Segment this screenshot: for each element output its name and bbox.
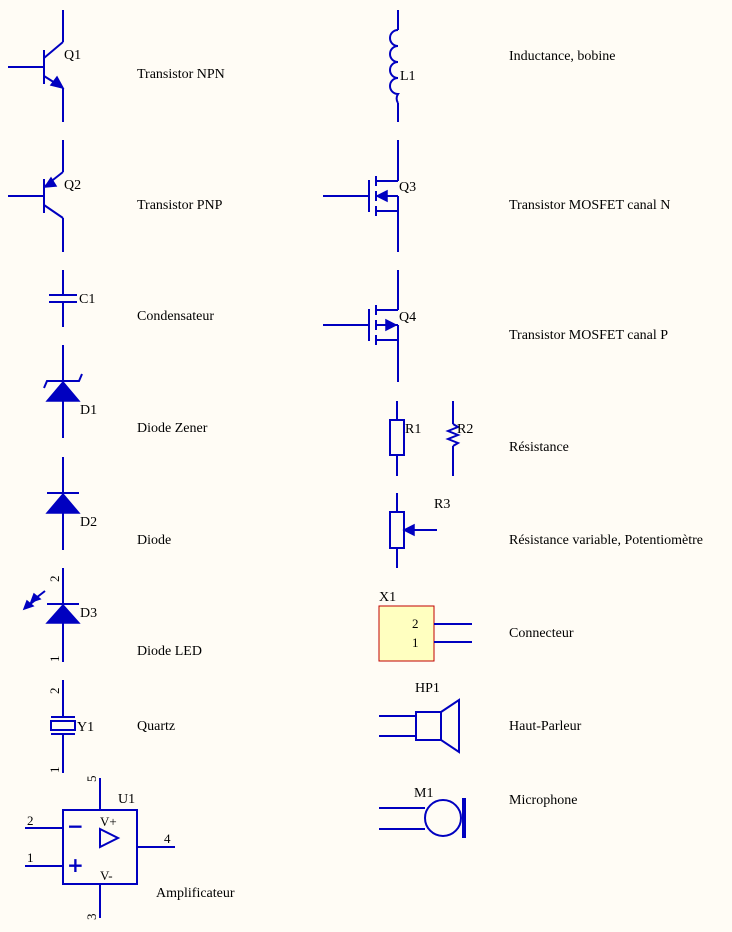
u1-noninverting-sign: + [67, 853, 84, 877]
pmos-transistor-symbol [323, 270, 399, 382]
potentiometer-label: Résistance variable, Potentiomètre [509, 533, 703, 548]
speaker-label: Haut-Parleur [509, 719, 582, 734]
resistor-label: Résistance [509, 440, 569, 455]
u1-vminus-label: V- [100, 868, 113, 883]
inductor-symbol [389, 10, 400, 122]
m1-ref: M1 [414, 786, 433, 801]
u1-ref: U1 [118, 792, 135, 807]
r2-ref: R2 [457, 422, 473, 437]
r3-ref: R3 [434, 497, 450, 512]
d3-pin-1: 1 [47, 656, 62, 663]
capacitor-label: Condensateur [137, 309, 214, 324]
diode-symbol [45, 457, 81, 550]
x1-ref: X1 [379, 590, 396, 605]
d2-ref: D2 [80, 515, 97, 530]
u1-vplus-label: V+ [100, 814, 117, 829]
amplifier-label: Amplificateur [156, 886, 235, 901]
pnp-label: Transistor PNP [137, 198, 223, 213]
led-symbol [22, 568, 81, 662]
microphone-label: Microphone [509, 793, 578, 808]
c1-ref: C1 [79, 292, 95, 307]
x1-pin-1: 1 [412, 635, 419, 650]
u1-pin-1: 1 [27, 850, 34, 865]
d3-ref: D3 [80, 606, 97, 621]
potentiometer-symbol [389, 493, 437, 568]
resistor-symbol [389, 401, 405, 476]
nmos-transistor-symbol [323, 140, 399, 252]
microphone-symbol [379, 798, 466, 838]
connector-label: Connecteur [509, 626, 574, 641]
u1-pin-5: 5 [84, 776, 99, 783]
q3-ref: Q3 [399, 180, 416, 195]
inductor-label: Inductance, bobine [509, 49, 616, 64]
d3-pin-2: 2 [47, 576, 62, 583]
u1-pin-2: 2 [27, 813, 34, 828]
d1-ref: D1 [80, 403, 97, 418]
r1-ref: R1 [405, 422, 421, 437]
resistor-zigzag-symbol [445, 401, 461, 476]
diode-label: Diode [137, 533, 172, 548]
pnp-transistor-symbol [8, 140, 64, 252]
x1-pin-2: 2 [412, 616, 419, 631]
nmos-label: Transistor MOSFET canal N [509, 198, 671, 213]
pmos-label: Transistor MOSFET canal P [509, 328, 669, 343]
q2-ref: Q2 [64, 178, 81, 193]
hp1-ref: HP1 [415, 681, 440, 696]
y1-ref: Y1 [77, 720, 94, 735]
npn-label: Transistor NPN [137, 67, 225, 82]
crystal-symbol [50, 680, 76, 773]
u1-inverting-sign: − [67, 814, 84, 838]
opamp-symbol [25, 778, 175, 918]
npn-transistor-symbol [8, 10, 65, 122]
q1-ref: Q1 [64, 48, 81, 63]
q4-ref: Q4 [399, 310, 416, 325]
zener-diode-symbol [43, 345, 83, 438]
u1-pin-3: 3 [84, 914, 99, 921]
connector-symbol [378, 605, 472, 662]
y1-pin-1: 1 [47, 767, 62, 774]
u1-pin-4: 4 [164, 831, 171, 846]
capacitor-symbol [49, 270, 77, 327]
speaker-symbol [379, 698, 460, 754]
l1-ref: L1 [400, 69, 416, 84]
led-label: Diode LED [137, 644, 202, 659]
quartz-label: Quartz [137, 719, 176, 734]
zener-label: Diode Zener [137, 421, 208, 436]
y1-pin-2: 2 [47, 688, 62, 695]
